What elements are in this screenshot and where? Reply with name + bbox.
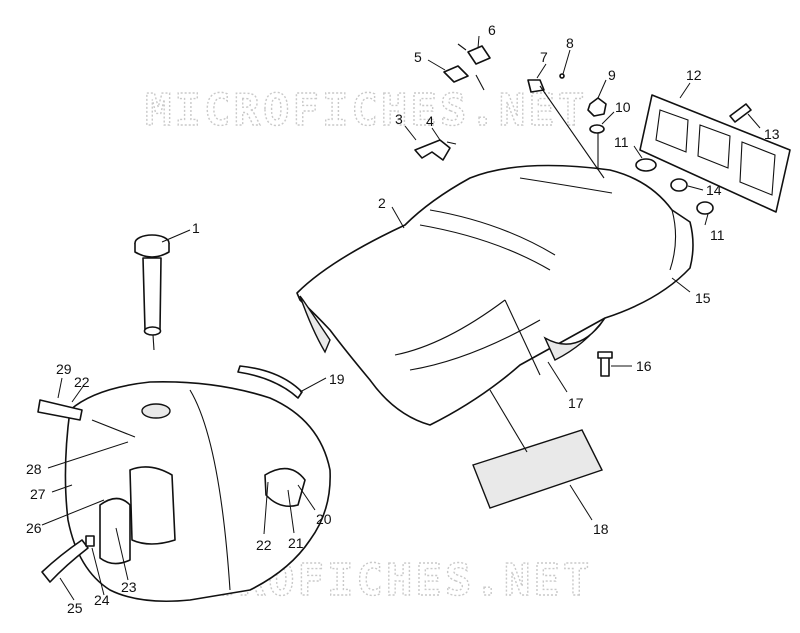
callout-labels: 1 2 3 4 5 6 7 8 9 10 11 11 12 13 14 15 1… bbox=[26, 22, 780, 616]
callout-11-bottom: 11 bbox=[710, 227, 725, 243]
callout-29: 29 bbox=[56, 361, 72, 377]
callout-20: 20 bbox=[316, 511, 332, 527]
filler-neck-part[interactable] bbox=[134, 234, 170, 351]
callout-13: 13 bbox=[764, 126, 780, 142]
strap-part[interactable] bbox=[237, 365, 303, 399]
seat-part[interactable] bbox=[296, 164, 694, 426]
callout-1: 1 bbox=[192, 220, 200, 236]
hose-fitting-part[interactable] bbox=[37, 399, 83, 421]
plate-parts[interactable] bbox=[443, 43, 491, 91]
leader-lines bbox=[41, 35, 761, 601]
callout-22-top: 22 bbox=[74, 374, 90, 390]
callout-11-top: 11 bbox=[614, 134, 629, 150]
callout-3: 3 bbox=[395, 111, 403, 127]
nut-washer-parts[interactable] bbox=[587, 97, 607, 170]
fuel-tank-part[interactable] bbox=[64, 381, 331, 603]
callout-6: 6 bbox=[488, 22, 496, 38]
callout-28: 28 bbox=[26, 461, 42, 477]
callout-24: 24 bbox=[94, 592, 110, 608]
fuel-line-part[interactable] bbox=[41, 535, 95, 583]
bolt-part-16[interactable] bbox=[597, 351, 613, 377]
bulb-parts[interactable] bbox=[635, 158, 714, 215]
callout-18: 18 bbox=[593, 521, 609, 537]
callout-26: 26 bbox=[26, 520, 42, 536]
callout-5: 5 bbox=[414, 49, 422, 65]
callout-16: 16 bbox=[636, 358, 652, 374]
bracket-part[interactable] bbox=[414, 139, 457, 161]
callout-8: 8 bbox=[566, 35, 574, 51]
small-plate-part[interactable] bbox=[527, 73, 605, 179]
callout-9: 9 bbox=[608, 67, 616, 83]
callout-14: 14 bbox=[706, 182, 722, 198]
callout-10: 10 bbox=[615, 99, 631, 115]
callout-22-bottom: 22 bbox=[256, 537, 272, 553]
callout-19: 19 bbox=[329, 371, 345, 387]
callout-21: 21 bbox=[288, 535, 304, 551]
callout-4: 4 bbox=[426, 113, 434, 129]
callout-2: 2 bbox=[378, 195, 386, 211]
taillight-housing-part[interactable] bbox=[639, 94, 791, 213]
foam-pad-part[interactable] bbox=[472, 389, 603, 509]
callout-23: 23 bbox=[121, 579, 137, 595]
callout-7: 7 bbox=[540, 49, 548, 65]
callout-15: 15 bbox=[695, 290, 711, 306]
callout-25: 25 bbox=[67, 600, 83, 616]
callout-27: 27 bbox=[30, 486, 46, 502]
screw-part-13[interactable] bbox=[729, 103, 752, 123]
callout-12: 12 bbox=[686, 67, 702, 83]
callout-17: 17 bbox=[568, 395, 584, 411]
watermark-top: MICROFICHES.NET bbox=[145, 85, 587, 136]
